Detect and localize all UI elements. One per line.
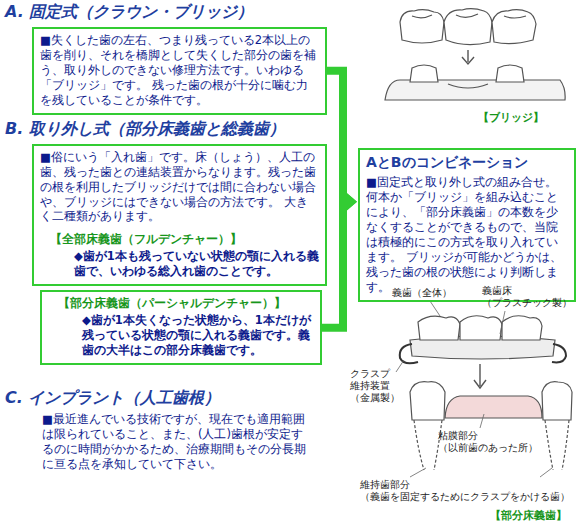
arrow-down (474, 364, 486, 388)
gap (448, 84, 488, 88)
crown (400, 10, 444, 43)
part-label: クラスプ 維持装置 （金属製） (350, 368, 404, 404)
artificial-tooth (418, 316, 460, 340)
crown (492, 10, 536, 44)
jaw (410, 382, 572, 470)
sub-heading: 【全部床義歯（フルデンチャー）】 (50, 232, 319, 247)
leader-lines (396, 301, 552, 477)
part-label: 義歯（全体） (392, 287, 472, 299)
crown (444, 9, 492, 45)
text-box: 【部分床義歯（パーシャルデンチャー）】 ◆歯が1本失くなった状態から、1本だけが残… (40, 290, 322, 365)
box-frame: 【部分床義歯（パーシャルデンチャー）】 ◆歯が1本失くなった状態から、1本だけが残… (40, 290, 322, 365)
leader-line (540, 468, 552, 477)
figure-caption: 【ブリッジ】 (478, 110, 544, 125)
tooth-root (414, 420, 569, 470)
arrow-head (343, 190, 357, 214)
leader-line (396, 360, 404, 372)
text-box: A. 固定式（クラウン・ブリッジ） ■失くした歯の左右、つまり残っている2本以上の… (5, 2, 327, 115)
artificial-tooth (460, 316, 502, 340)
figure-caption: 【部分床義歯】 (490, 508, 567, 523)
part-label: 維持歯部分 （義歯を固定するためにクラスプをかける歯） (360, 479, 574, 503)
flow-arrow (322, 190, 357, 328)
bullet-text: ◆歯が1本も残っていない状態の顎に入れる義歯で、いわゆる総入れ歯のことです。 (74, 249, 319, 279)
part-label: 粘膜部分 （以前歯のあった所） (438, 430, 540, 454)
sub-heading: 【部分床義歯（パーシャルデンチャー）】 (58, 296, 314, 311)
body-text: ■俗にいう「入れ歯」です。床（しょう）、人工の歯、残った歯との連結装置からなりま… (40, 150, 319, 225)
section-heading: A. 固定式（クラウン・ブリッジ） (5, 2, 327, 23)
leader-line (480, 414, 484, 428)
crown-groove (412, 14, 526, 18)
bullet-text: ◆歯が1本失くなった状態から、1本だけが残っている状態の顎に入れる義歯です。義歯… (82, 313, 314, 358)
clasp (400, 344, 418, 363)
arrow-head (343, 190, 357, 214)
box-frame: ■俗にいう「入れ歯」です。床（しょう）、人工の歯、残った歯との連結装置からなりま… (32, 144, 327, 287)
leader-line (430, 301, 440, 316)
flow-arrow (327, 71, 357, 214)
prepared-tooth (496, 65, 524, 82)
leader-line (410, 468, 426, 477)
gum-ridge (445, 396, 542, 418)
bridge-crowns (400, 9, 536, 45)
gum (385, 80, 565, 100)
text-box: B. 取り外し式（部分床義歯と総義歯） ■俗にいう「入れ歯」です。床（しょう）、人… (5, 119, 327, 287)
box-frame: AとBのコンビネーション ■固定式と取り外し式の組み合せ。何本か「ブリッジ」を組み… (358, 148, 576, 302)
box-frame: ■失くした歯の左右、つまり残っている2本以上の歯を削り、それを橋脚として失くした… (32, 27, 327, 115)
text-box: AとBのコンビネーション ■固定式と取り外し式の組み合せ。何本か「ブリッジ」を組み… (358, 148, 576, 302)
section-heading: C. インプラント（人工歯根） (5, 388, 220, 409)
box-heading: AとBのコンビネーション (366, 154, 568, 172)
leader-line (500, 311, 505, 334)
body-text: ■最近進んでいる技術ですが、現在でも適用範囲は限られていること、また、(人工)歯… (42, 412, 310, 472)
prepared-tooth (410, 65, 438, 82)
section-heading: B. 取り外し式（部分床義歯と総義歯） (5, 119, 327, 140)
bridge-abutments (385, 65, 565, 100)
part-label: 義歯床 （プラスチック製） (482, 285, 574, 309)
clasp (552, 344, 566, 362)
denture (400, 316, 566, 364)
body-text: ■固定式と取り外し式の組み合せ。何本か「ブリッジ」を組み込むことにより、「部分床… (366, 175, 568, 295)
arrow-down (462, 50, 474, 64)
arrow-shaft (327, 71, 345, 202)
body-text: ■失くした歯の左右、つまり残っている2本以上の歯を削り、それを橋脚として失くした… (40, 33, 319, 108)
abutment-tooth (410, 382, 445, 420)
abutment-tooth (542, 382, 572, 420)
artificial-tooth (502, 316, 542, 340)
